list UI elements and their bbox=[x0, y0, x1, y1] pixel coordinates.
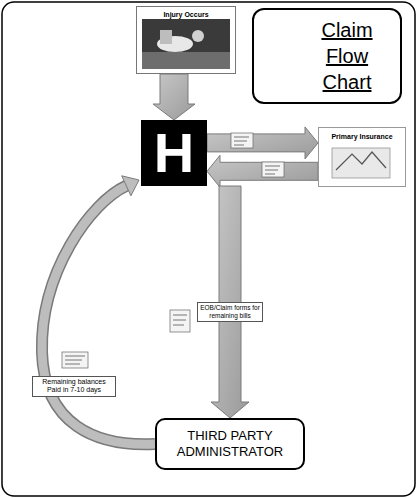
document-icon bbox=[262, 162, 284, 177]
curved-arrow-outline bbox=[42, 186, 155, 444]
insurance-box: Primary Insurance bbox=[318, 127, 406, 187]
event-box: Injury Occurs bbox=[136, 6, 236, 74]
block-arrow bbox=[207, 155, 318, 187]
block-arrow bbox=[153, 74, 195, 120]
document-icon bbox=[231, 133, 253, 148]
chart-title: Claim Flow Chart bbox=[316, 17, 378, 95]
document-icon bbox=[170, 310, 190, 332]
curved-arrow-body bbox=[42, 186, 155, 444]
title-box: Claim Flow Chart bbox=[252, 8, 402, 104]
block-arrow bbox=[207, 127, 318, 159]
arrow-head bbox=[122, 176, 139, 196]
flow-arrow bbox=[207, 127, 318, 159]
flow-arrow bbox=[42, 176, 155, 444]
hospital-symbol: H bbox=[141, 120, 207, 186]
node-label: Injury Occurs bbox=[137, 7, 235, 19]
money-icon bbox=[62, 352, 88, 368]
administrator-box: THIRD PARTY ADMINISTRATOR bbox=[155, 418, 305, 470]
node-label: H bbox=[154, 123, 194, 183]
flow-arrow bbox=[153, 74, 195, 120]
flow-arrow bbox=[207, 155, 318, 187]
edge-label: Remaining balances Paid in 7-10 days bbox=[32, 376, 116, 397]
node-label: THIRD PARTY ADMINISTRATOR bbox=[165, 428, 295, 460]
node-label: Primary Insurance bbox=[319, 128, 405, 141]
edge-label: EOB/Claim forms for remaining bills bbox=[197, 302, 263, 322]
